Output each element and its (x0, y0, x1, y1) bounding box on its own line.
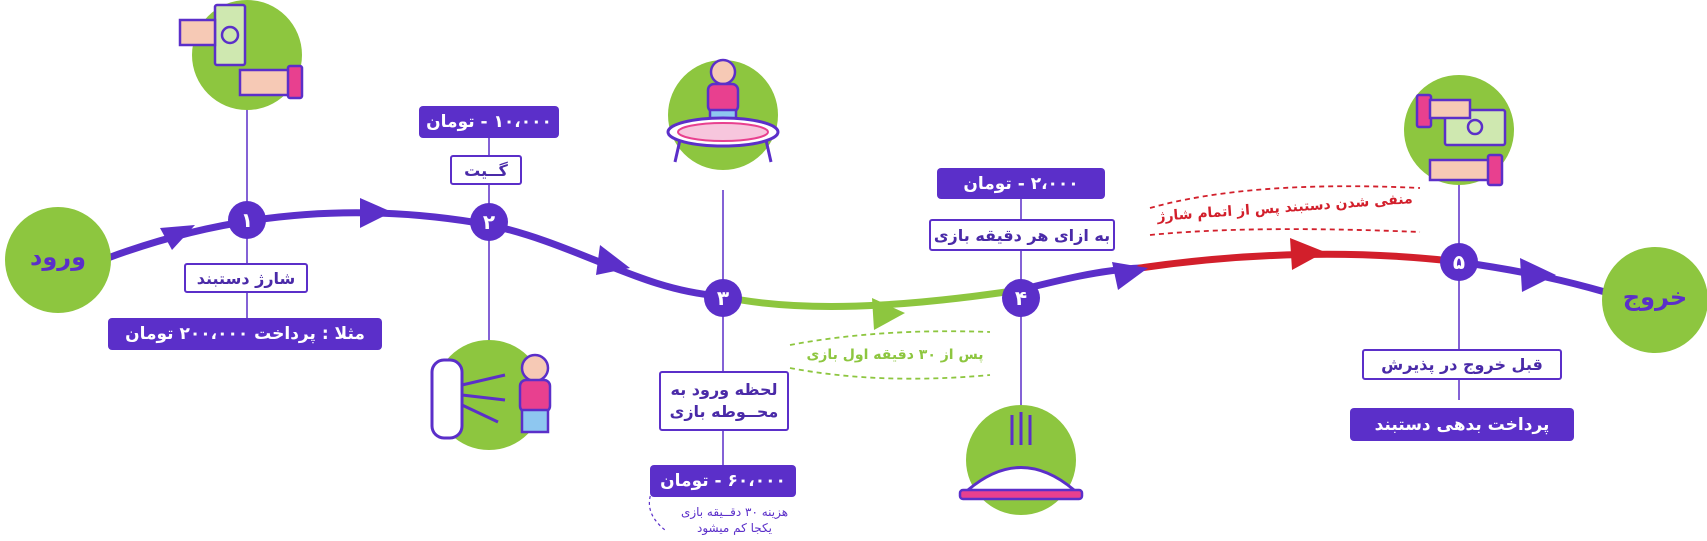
step-2-price: ۱۰،۰۰۰ - تومان (419, 106, 559, 138)
step-1-note: مثلا : پرداخت ۲۰۰،۰۰۰ تومان (108, 318, 382, 350)
red-dash-top (1149, 185, 1421, 209)
step-number-3: ۳ (716, 286, 730, 310)
step-circle-2 (470, 203, 508, 241)
arrowhead-6 (1290, 238, 1325, 270)
step-5-note: پرداخت بدهی دستبند (1350, 408, 1574, 441)
payment-hands-icon (178, 3, 304, 100)
trampoline-icon (958, 412, 1084, 501)
step-2-label: گــیت (450, 155, 522, 185)
entry-circle (5, 207, 111, 313)
small-dash-arrow (648, 484, 666, 531)
arrowhead-5 (1112, 262, 1148, 290)
exit-label: خروج (1622, 283, 1688, 311)
green-dash-bottom (789, 367, 991, 380)
step-number-4: ۴ (1014, 286, 1028, 310)
entry-label: ورود (30, 243, 86, 271)
turnstile-gate-icon (430, 353, 552, 440)
step-4-price: ۲،۰۰۰ - تومان (937, 168, 1105, 199)
step-circle-4 (1002, 279, 1040, 317)
step-circle-3 (704, 279, 742, 317)
step-number-5: ۵ (1452, 250, 1466, 274)
step-number-2: ۲ (482, 210, 496, 234)
arrowhead-2 (360, 198, 392, 228)
step-circle-5 (1440, 243, 1478, 281)
red-dash-bottom (1149, 228, 1421, 236)
green-dash-top (789, 330, 991, 346)
step-3-label: لحظه ورود به محــوطه بازی (659, 371, 789, 431)
arrowhead-4 (872, 298, 905, 330)
step-3-price: ۶۰،۰۰۰ - تومان (650, 465, 796, 497)
refund-hands-icon (1415, 93, 1507, 187)
step-1-label: شارژ دستبند (184, 263, 308, 293)
step-4-label: به ازای هر دقیقه بازی (929, 219, 1115, 251)
step-circle-1 (228, 201, 266, 239)
flow-line-green (716, 286, 1024, 310)
trampoline-child-icon (666, 58, 780, 163)
arrowhead-1 (160, 225, 195, 250)
step-number-1: ۱ (240, 208, 254, 232)
arrowhead-3 (596, 245, 630, 275)
step-5-label: قبل خروج در پذیرش (1362, 349, 1562, 380)
step-3-note: هزینه ۳۰ دقــیقه بازی یکجا کم میشود (680, 505, 789, 535)
exit-circle (1602, 247, 1707, 353)
green-annotation: پس از ۳۰ دقیقه اول بازی (806, 347, 984, 363)
arrowhead-7 (1520, 258, 1556, 292)
